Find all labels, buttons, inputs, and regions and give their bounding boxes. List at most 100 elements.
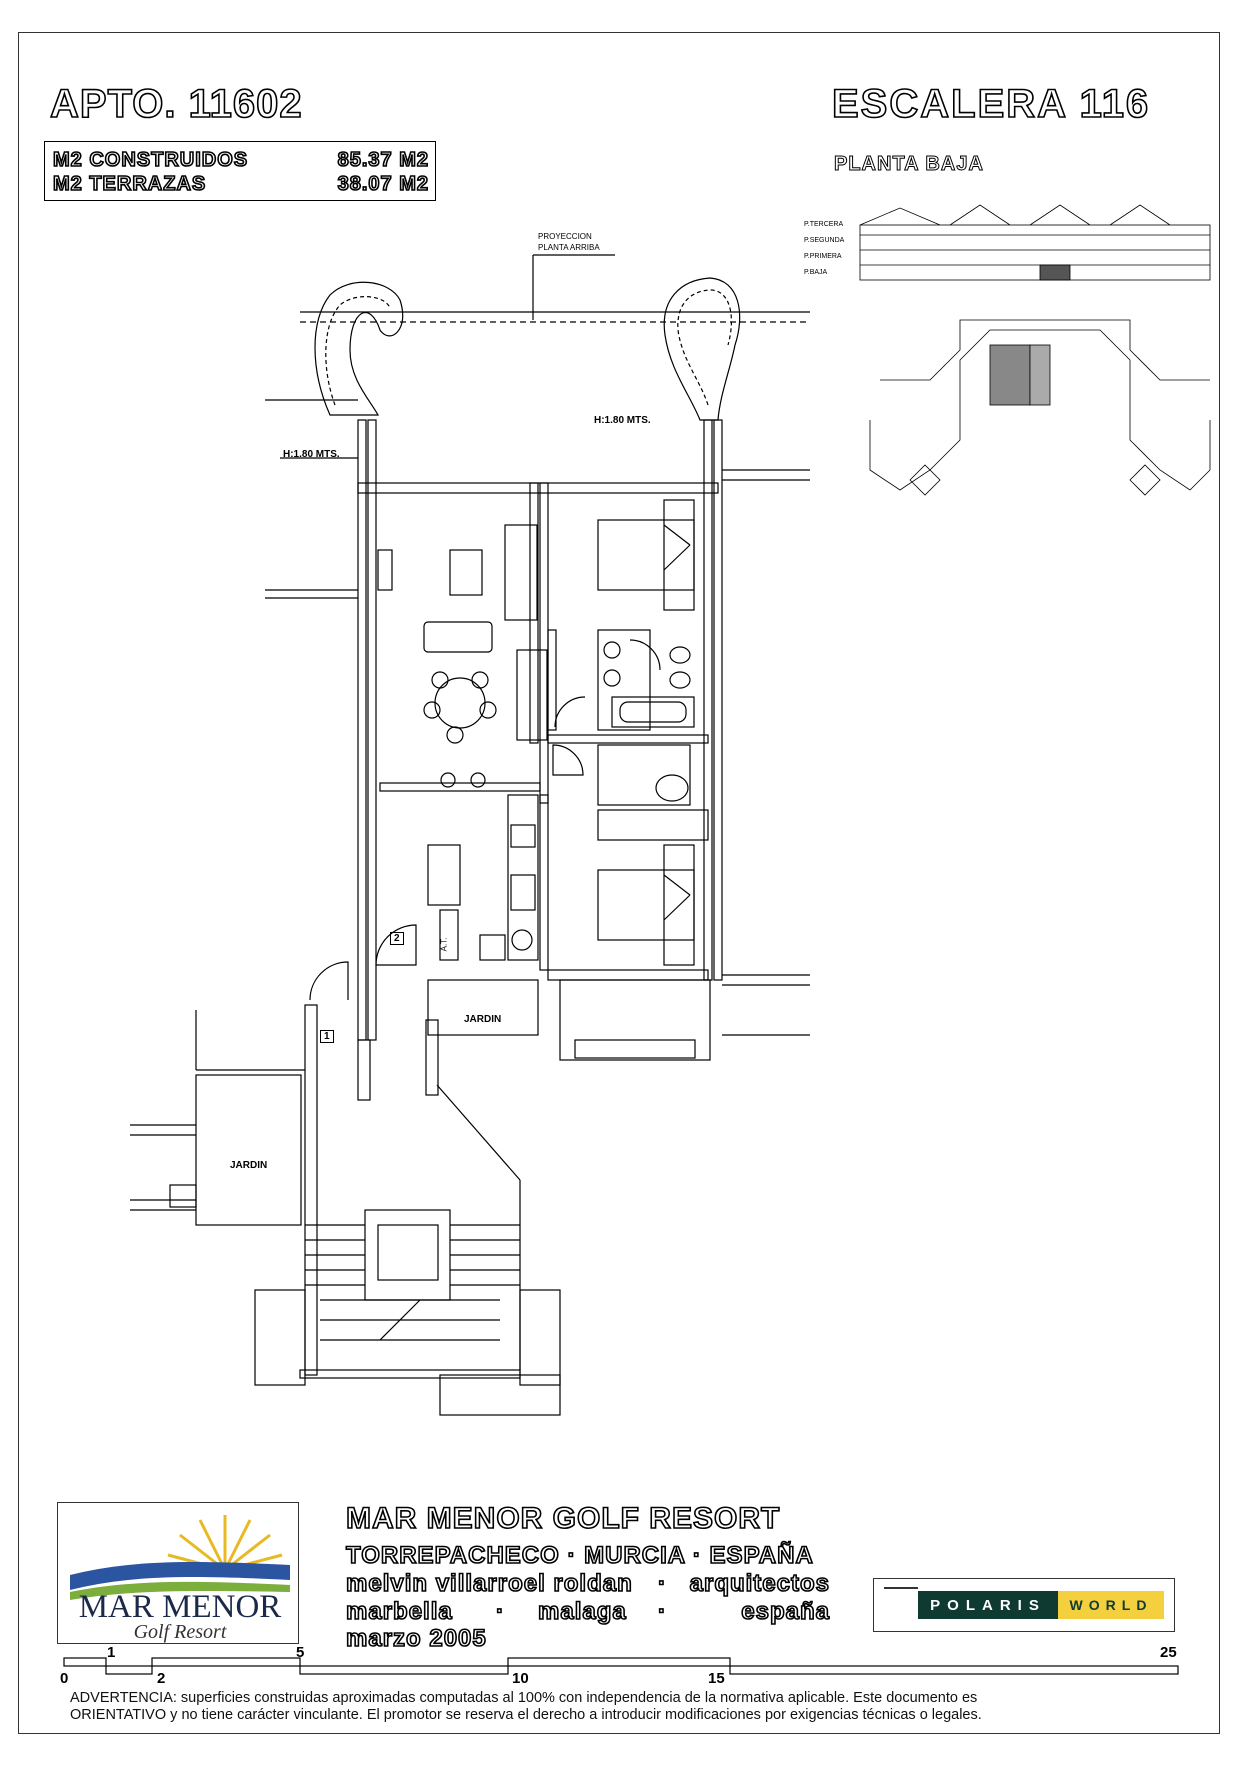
- warning-line: ADVERTENCIA: superficies construidas apr…: [70, 1690, 978, 1706]
- resort-location: TORREPACHECO · MURCIA · ESPAÑA: [345, 1541, 814, 1570]
- scale-tick: 25: [1160, 1644, 1177, 1661]
- architect-name: melvin villarroel roldan: [345, 1569, 633, 1598]
- wall-right-inner: [713, 419, 723, 981]
- kitchen-counter: [507, 794, 539, 961]
- scale-tick: 10: [512, 1670, 529, 1687]
- jardin-box-1: [427, 979, 539, 1036]
- area-label: M2 CONSTRUIDOS: [52, 148, 249, 172]
- projection-label: PLANTA ARRIBA: [538, 243, 600, 252]
- partition: [547, 734, 709, 744]
- wall-left: [357, 419, 367, 1041]
- partition: [547, 629, 557, 731]
- water-heater-label: A.T.: [439, 937, 449, 952]
- stair-wall-left: [304, 1004, 318, 1376]
- lower-box-left: [254, 1289, 306, 1386]
- planter-left-inner: [325, 296, 391, 406]
- entry-box: [439, 1374, 561, 1416]
- fridge: [427, 844, 461, 906]
- door-swing: [629, 639, 661, 671]
- staircase-title: ESCALERA 116: [831, 81, 1151, 127]
- jardin-box-2: [195, 1074, 302, 1226]
- tv-unit: [377, 549, 393, 591]
- water-heater: [439, 909, 459, 961]
- dining-table: [434, 677, 486, 729]
- wardrobe-hall: [516, 649, 548, 741]
- scale-tick: 1: [107, 1644, 116, 1661]
- polaris-text: POLARIS: [918, 1591, 1058, 1619]
- world-text: WORLD: [1058, 1591, 1164, 1619]
- warning-line: ORIENTATIVO y no tiene carácter vinculan…: [70, 1707, 982, 1723]
- bath-2: [597, 744, 691, 806]
- access-marker: 2: [390, 932, 404, 945]
- logo-main-text: MAR MENOR: [78, 1589, 282, 1625]
- area-label: M2 TERRAZAS: [52, 172, 207, 196]
- door-swing: [552, 744, 584, 776]
- office-city: marbella: [345, 1597, 453, 1626]
- separator: ·: [657, 1569, 667, 1598]
- height-label: H:1.80 MTS.: [594, 415, 651, 426]
- scale-tick: 2: [157, 1670, 166, 1687]
- garden-label: JARDIN: [230, 1160, 268, 1171]
- scale-bar: [63, 1657, 1179, 1675]
- wall-left-inner: [367, 419, 377, 1041]
- coffee-table: [449, 549, 483, 596]
- floor-label: P.PRIMERA: [804, 253, 842, 260]
- legal-warning: ADVERTENCIA: superficies construidas apr…: [70, 1690, 1170, 1724]
- vanity: [597, 629, 651, 731]
- projection-label: PROYECCION: [538, 232, 592, 241]
- separator: ·: [657, 1597, 667, 1626]
- apartment-title: APTO. 11602: [49, 81, 303, 127]
- logo-wave-blue: [70, 1562, 290, 1590]
- resort-name: MAR MENOR GOLF RESORT: [345, 1501, 781, 1536]
- logo-wave-green: [70, 1581, 290, 1600]
- scale-tick: 0: [60, 1670, 69, 1687]
- area-row: M2 TERRAZAS 38.07 M2: [52, 172, 429, 197]
- scale-tick: 5: [296, 1644, 305, 1661]
- planter-right: [663, 277, 741, 421]
- mar-menor-logo: MAR MENOR Golf Resort: [57, 1502, 299, 1644]
- bathtub: [611, 696, 695, 728]
- access-marker: 1: [320, 1030, 334, 1043]
- polaris-world-logo: POLARIS WORLD: [873, 1578, 1175, 1632]
- floor-name: PLANTA BAJA: [834, 153, 984, 176]
- office-city: malaga: [537, 1597, 627, 1626]
- architect-line: melvin villarroel roldan · arquitectos: [345, 1569, 830, 1598]
- armchair: [423, 621, 493, 653]
- site-plan-thumbnail: [869, 319, 1211, 496]
- bidet: [669, 671, 691, 689]
- door-swing: [375, 924, 417, 966]
- corridor-wall: [357, 1039, 371, 1101]
- office-line: marbella · malaga · españa: [345, 1597, 830, 1626]
- floor-label: P.BAJA: [804, 269, 828, 276]
- lower-box-right: [519, 1289, 561, 1386]
- site-elevation-thumbnail: [859, 204, 1211, 281]
- height-label: H:1.80 MTS.: [283, 449, 340, 460]
- architect-title: arquitectos: [689, 1569, 830, 1598]
- floor-label: P.SEGUNDA: [804, 237, 845, 244]
- planter-left: [314, 281, 404, 416]
- terrace-bottom: [559, 979, 711, 1061]
- corridor-wall: [425, 1019, 439, 1096]
- scale-tick: 15: [708, 1670, 725, 1687]
- bed-1-head: [663, 499, 695, 611]
- door-swing: [554, 696, 586, 728]
- separator: ·: [495, 1597, 505, 1626]
- toilet: [669, 646, 691, 664]
- stair-steps: [305, 1224, 520, 1341]
- wall-right: [703, 419, 713, 981]
- partition: [539, 482, 549, 804]
- office-country: españa: [740, 1597, 830, 1626]
- drawing-date: marzo 2005: [345, 1624, 487, 1653]
- partition: [547, 969, 709, 981]
- area-row: M2 CONSTRUIDOS 85.37 M2: [52, 148, 429, 173]
- garden-label: JARDIN: [464, 1014, 502, 1025]
- partition: [539, 794, 549, 971]
- sofa: [504, 524, 538, 621]
- drawing-frame: [18, 32, 1220, 1734]
- area-value: 38.07 M2: [337, 172, 429, 196]
- bed-2-head: [663, 844, 695, 966]
- logo-sub-text: Golf Resort: [133, 1621, 227, 1643]
- planter-right-inner: [677, 289, 733, 406]
- wardrobe: [597, 809, 709, 841]
